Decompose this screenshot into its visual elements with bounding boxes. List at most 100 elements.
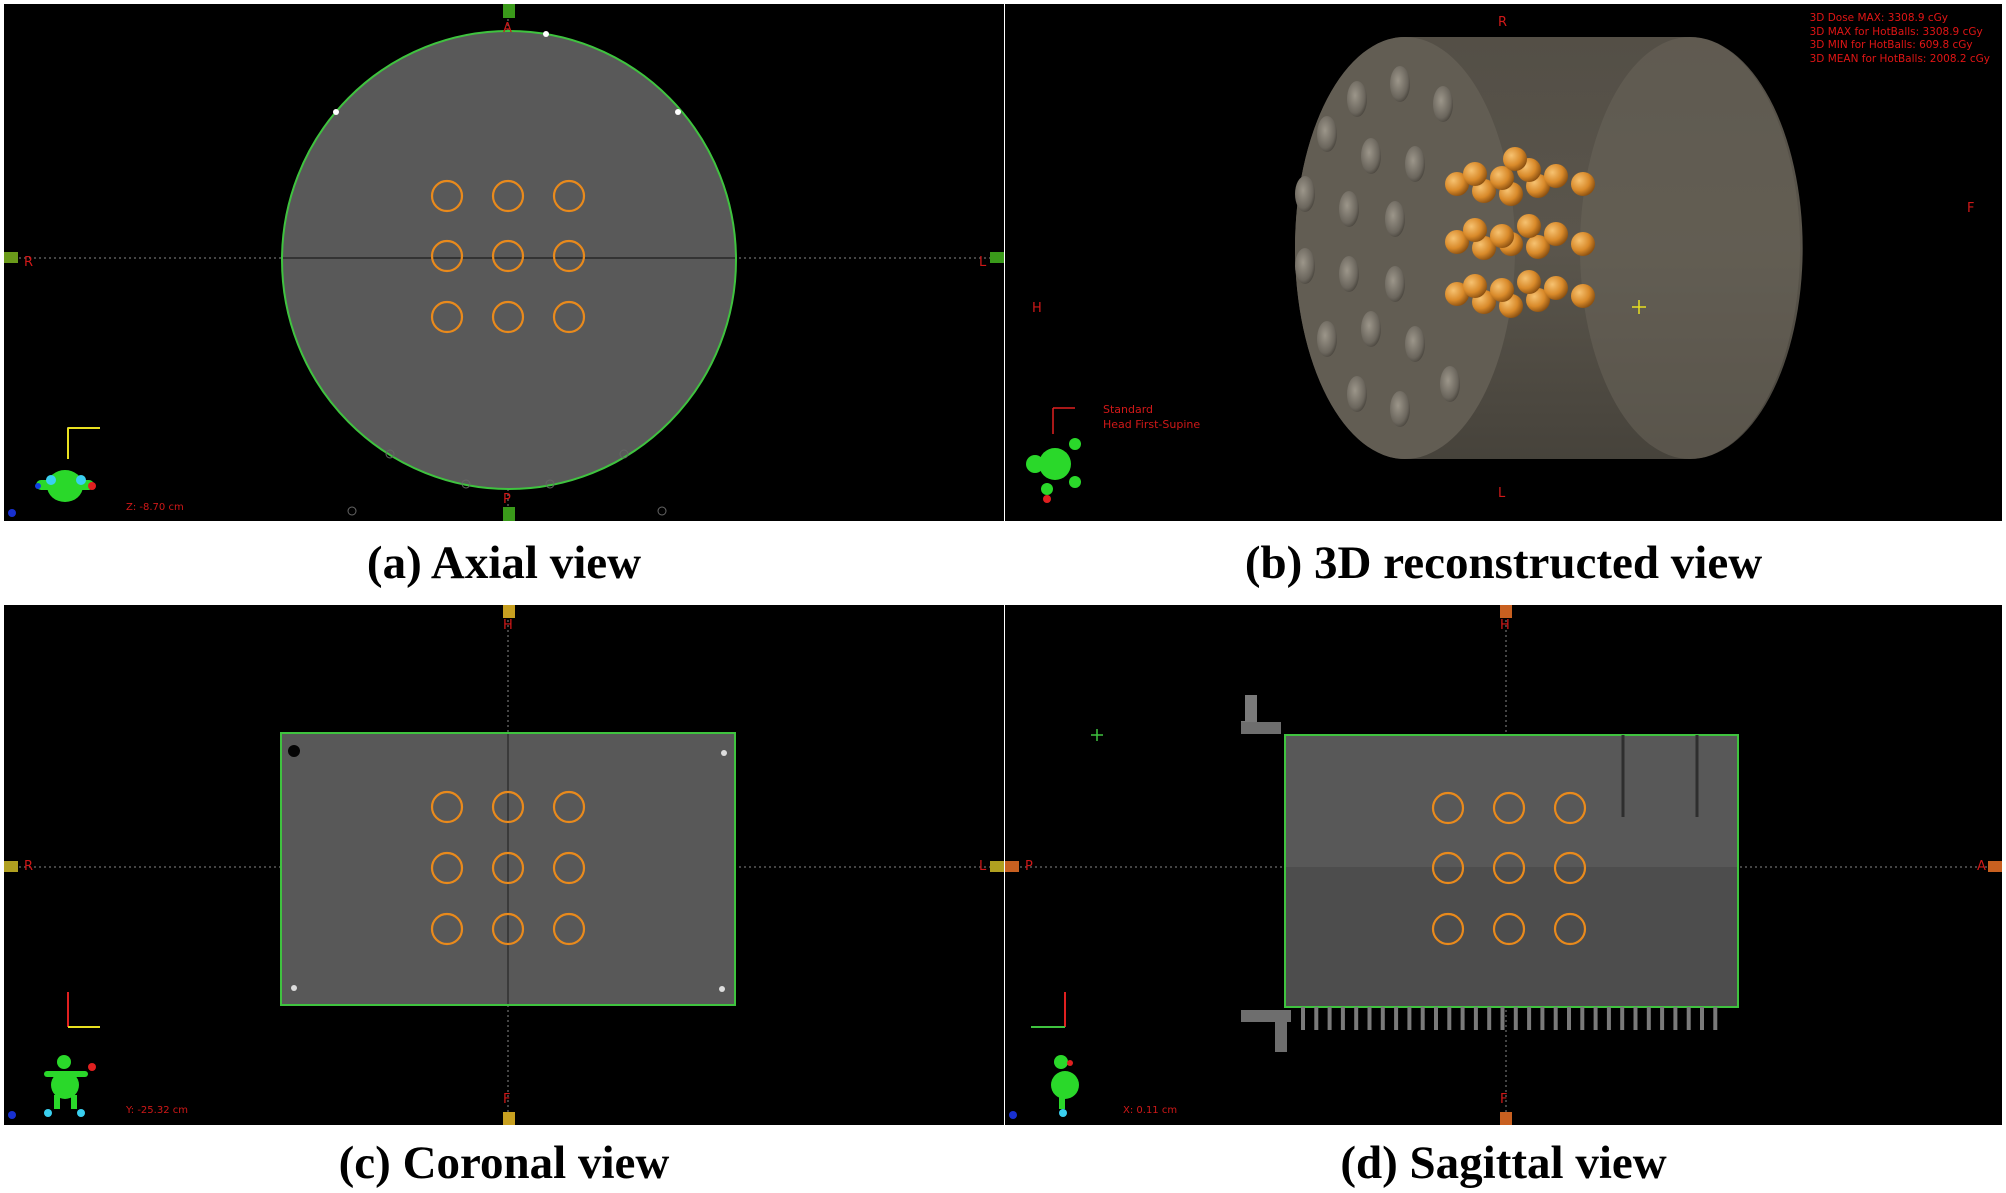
sagittal-slice-position: X: 0.11 cm — [1123, 1105, 1178, 1116]
roi-ring[interactable] — [430, 300, 464, 334]
roi-ring[interactable] — [1553, 791, 1587, 825]
roi-ring[interactable] — [552, 790, 586, 824]
roi-ring[interactable] — [430, 179, 464, 213]
axial-canvas — [4, 4, 1004, 521]
axial-orient-bottom: P — [503, 492, 511, 507]
axial-view-panel[interactable]: A P R L Z: -8.70 cm — [4, 4, 1004, 521]
roi-ring[interactable] — [1553, 912, 1587, 946]
roi-ring[interactable] — [552, 300, 586, 334]
dose-stat-line: 3D MEAN for HotBalls: 2008.2 cGy — [1809, 52, 1990, 65]
3d-orient-bottom: L — [1498, 486, 1506, 501]
caption-sagittal: (d) Sagittal view — [1340, 1137, 1667, 1189]
roi-ring[interactable] — [1431, 851, 1465, 885]
sagittal-top-handle[interactable] — [1500, 605, 1512, 618]
caption-reconstructed: (b) 3D reconstructed view — [1244, 537, 1763, 589]
roi-ring[interactable] — [1553, 851, 1587, 885]
sagittal-orient-left: P — [1025, 859, 1033, 874]
view-orientation-label: Standard Head First-Supine — [1103, 402, 1200, 432]
axial-body-contour — [281, 30, 737, 490]
roi-ring[interactable] — [491, 239, 525, 273]
roi-ring[interactable] — [1492, 791, 1526, 825]
phantom-hole-array — [1295, 66, 1460, 427]
sagittal-phantom-lower-half — [1285, 867, 1738, 1007]
sagittal-patient-figure-icon — [1051, 1055, 1079, 1117]
3d-orient-right: F — [1967, 201, 1975, 216]
sagittal-orient-right: A — [1977, 859, 1986, 874]
coronal-left-handle[interactable] — [4, 861, 18, 872]
axial-left-handle[interactable] — [4, 252, 18, 263]
3d-orient-top: R — [1498, 15, 1508, 30]
dose-stat-line: 3D Dose MAX: 3308.9 cGy — [1809, 12, 1948, 24]
axial-artifact-ring — [385, 449, 395, 459]
roi-ring[interactable] — [491, 300, 525, 334]
axial-status-dot — [8, 509, 16, 517]
coronal-right-handle[interactable] — [990, 861, 1004, 872]
roi-ring[interactable] — [430, 912, 464, 946]
reconstructed-canvas — [1026, 37, 1803, 503]
roi-ring[interactable] — [552, 239, 586, 273]
sagittal-bottom-handle[interactable] — [1500, 1112, 1512, 1125]
axial-slice-position: Z: -8.70 cm — [126, 502, 184, 513]
axial-artifact-ring — [619, 449, 629, 459]
roi-ring[interactable] — [430, 851, 464, 885]
sagittal-left-handle[interactable] — [1005, 861, 1019, 872]
roi-ring[interactable] — [430, 790, 464, 824]
roi-ring[interactable] — [491, 912, 525, 946]
hotball-layer — [1445, 214, 1595, 260]
sagittal-crosshair-marker[interactable] — [1091, 729, 1103, 741]
roi-ring[interactable] — [1431, 791, 1465, 825]
coronal-orient-top: H — [503, 618, 513, 633]
sagittal-status-dot — [1009, 1111, 1017, 1119]
axial-fiducial-marker — [543, 31, 549, 37]
axial-bottom-handle[interactable] — [503, 507, 515, 521]
coronal-roi-grid — [430, 790, 586, 946]
axial-orient-right: L — [979, 255, 987, 270]
coronal-top-handle[interactable] — [503, 605, 515, 618]
axial-right-handle[interactable] — [990, 252, 1004, 263]
roi-ring[interactable] — [491, 790, 525, 824]
coronal-view-panel[interactable]: H F R L Y: -25.32 cm — [4, 605, 1004, 1125]
3d-cursor-marker[interactable] — [1632, 300, 1646, 314]
sagittal-orient-top: H — [1500, 618, 1510, 633]
axial-patient-figure-icon — [35, 470, 96, 502]
hotball-cluster — [1445, 147, 1595, 318]
roi-ring[interactable] — [552, 179, 586, 213]
reconstructed-view-panel[interactable]: R L H F 3D Dose MAX: 3308.9 cGy 3D MAX f… — [1005, 4, 2002, 521]
axial-artifact-ring — [545, 479, 555, 489]
axial-artifact-ring — [657, 506, 667, 516]
sagittal-canvas — [1005, 605, 2002, 1125]
axial-fiducial-marker — [333, 109, 339, 115]
sagittal-roi-grid — [1431, 791, 1587, 946]
sagittal-orient-bottom: F — [1500, 1092, 1508, 1107]
coronal-body-contour — [280, 732, 736, 1006]
roi-ring[interactable] — [552, 851, 586, 885]
sagittal-comb-teeth — [1301, 1007, 1718, 1030]
roi-ring[interactable] — [1431, 912, 1465, 946]
axial-phantom-disk — [282, 31, 736, 489]
dose-stat-line: 3D MIN for HotBalls: 609.8 cGy — [1809, 39, 1973, 51]
roi-ring[interactable] — [1492, 912, 1526, 946]
sagittal-view-panel[interactable]: H F P A X: 0.11 cm — [1005, 605, 2002, 1125]
coronal-patient-figure-icon — [44, 1055, 96, 1117]
coronal-canvas — [4, 605, 1004, 1125]
coronal-fiducial-marker — [719, 986, 725, 992]
coronal-orient-bottom: F — [503, 1092, 511, 1107]
coronal-bottom-handle[interactable] — [503, 1112, 515, 1125]
axial-artifact-ring — [461, 479, 471, 489]
coronal-status-dot — [8, 1111, 16, 1119]
roi-ring[interactable] — [491, 179, 525, 213]
sagittal-body-contour — [1284, 734, 1739, 1008]
roi-ring[interactable] — [491, 851, 525, 885]
roi-ring[interactable] — [552, 912, 586, 946]
axial-top-handle[interactable] — [503, 4, 515, 18]
patient-position-label: Head First-Supine — [1103, 418, 1201, 431]
coronal-orient-left: R — [24, 859, 34, 874]
roi-ring[interactable] — [1492, 851, 1526, 885]
sagittal-right-handle[interactable] — [1988, 861, 2002, 872]
coronal-slice-position: Y: -25.32 cm — [126, 1105, 188, 1116]
3d-orientation-gizmo — [1026, 407, 1081, 503]
roi-ring[interactable] — [430, 239, 464, 273]
phantom-end-cap — [1580, 37, 1800, 459]
hotball-layer — [1445, 147, 1595, 206]
coronal-orient-right: L — [979, 859, 987, 874]
